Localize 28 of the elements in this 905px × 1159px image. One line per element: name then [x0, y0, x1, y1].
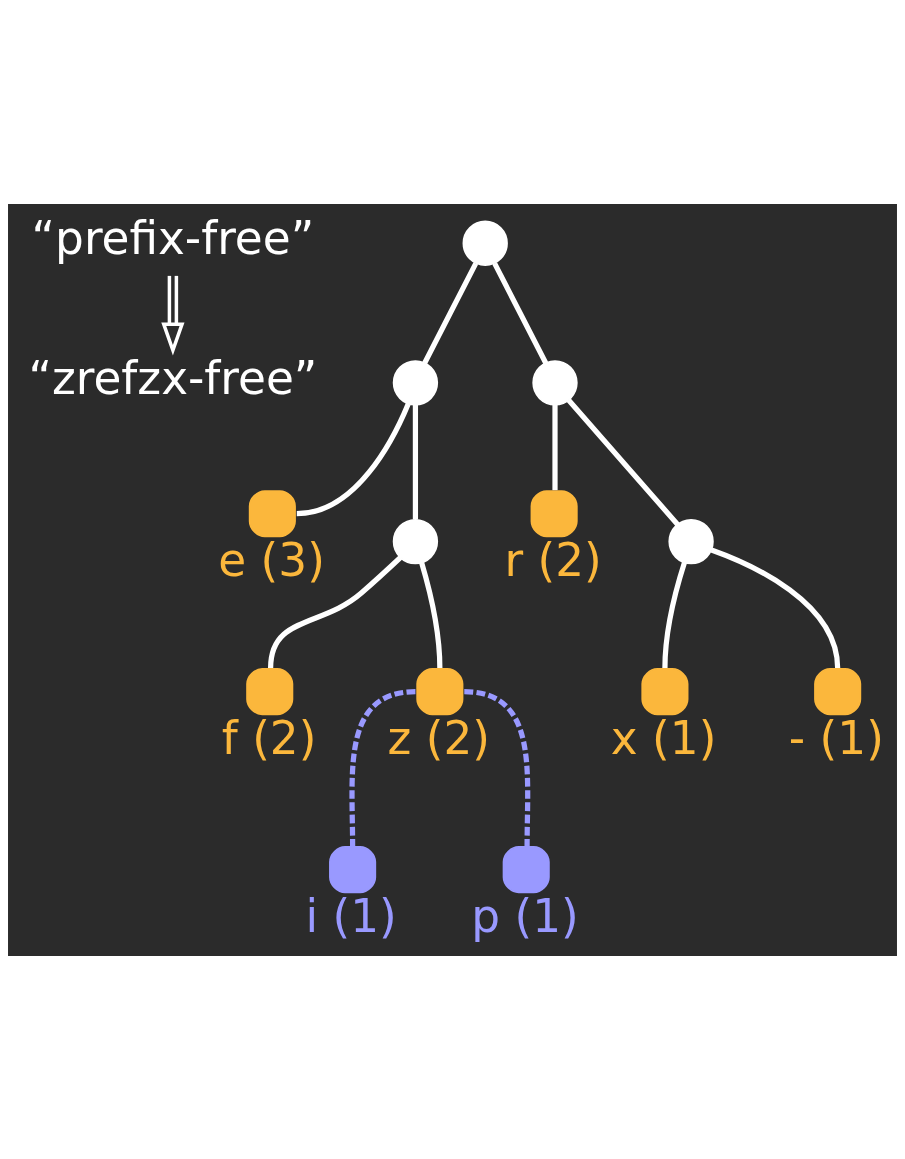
connector	[268, 555, 403, 668]
node-circle	[392, 359, 439, 405]
connector	[412, 404, 419, 520]
connector	[662, 561, 687, 668]
connector	[492, 261, 549, 364]
node-label: z (2)	[387, 711, 490, 765]
connector	[419, 561, 443, 668]
node-label: x (1)	[610, 711, 717, 765]
connector	[552, 404, 558, 490]
connector	[349, 688, 416, 846]
node-label: i (1)	[305, 889, 397, 943]
node-label: e (3)	[218, 533, 325, 587]
connector	[296, 402, 411, 516]
node-label: f (2)	[221, 711, 317, 765]
node-text: “zrefzx-free”	[28, 351, 318, 405]
arrow	[161, 275, 185, 356]
connector	[566, 397, 680, 526]
node-circle	[532, 359, 578, 405]
node-circle	[392, 518, 439, 564]
connector	[422, 261, 479, 364]
node-circle	[462, 220, 508, 266]
node-label: r (2)	[504, 533, 602, 587]
node-label: - (1)	[788, 711, 884, 765]
node-circle	[668, 518, 714, 564]
node-label: p (1)	[471, 889, 579, 943]
node-text: “prefix-free”	[31, 211, 315, 265]
connector	[710, 546, 841, 668]
connector	[464, 688, 531, 846]
